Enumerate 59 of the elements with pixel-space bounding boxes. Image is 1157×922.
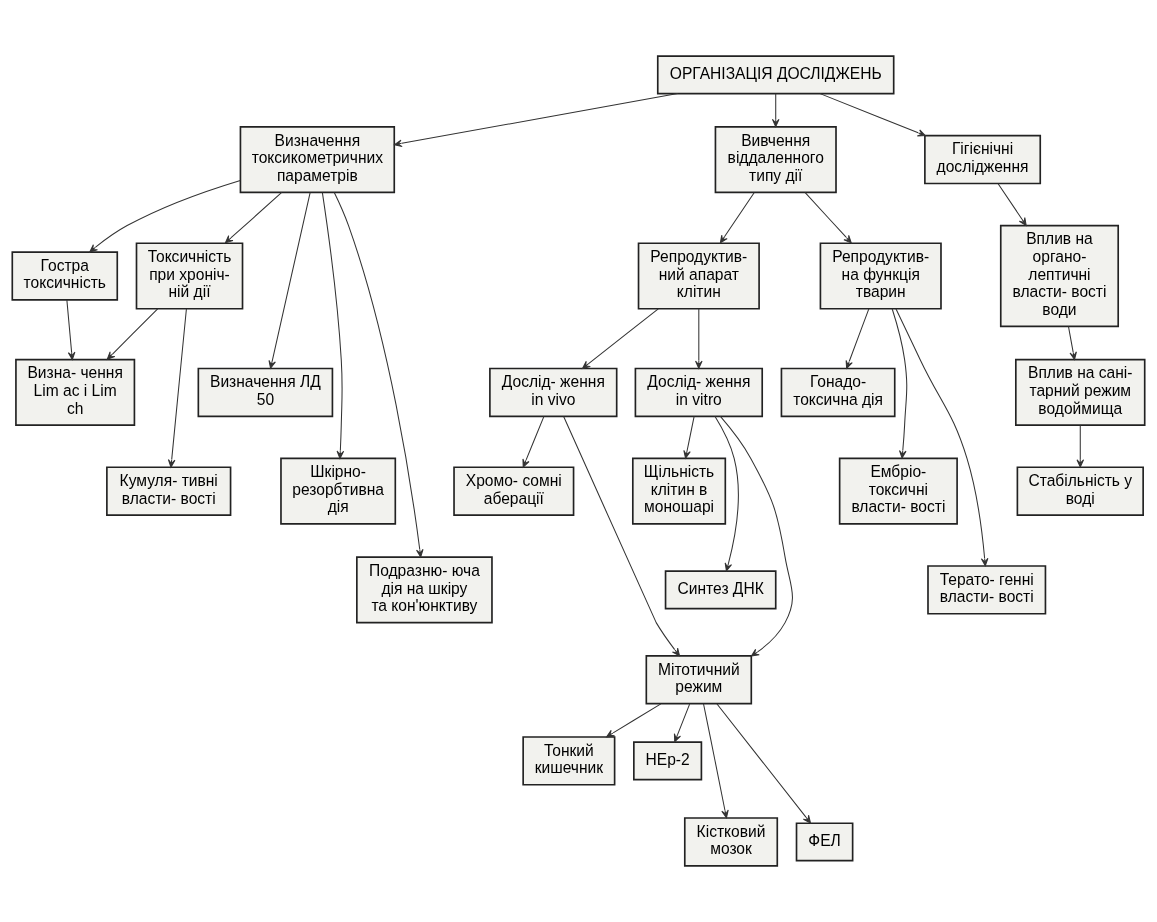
node-box: Вплив на сані- тарний режим водоймища [1015, 358, 1146, 426]
node-box: Гігієнічні дослідження [924, 134, 1042, 185]
node-box: Подразню- юча дія на шкіру та кон'юнктиву [356, 556, 493, 624]
node-box: Щільність клітин в моношарі [631, 457, 727, 525]
arrow [522, 415, 545, 468]
node-box: Визначення токсикометричних параметрів [239, 126, 396, 194]
node-box: Шкірно- резорбтивна дія [280, 457, 397, 525]
node-box: Кістковий мозок [683, 817, 779, 867]
arrow [563, 416, 681, 657]
arrow [321, 192, 345, 459]
arrow [224, 191, 283, 244]
node-box: Гонадо- токсична дія [780, 367, 896, 418]
arrow [716, 703, 811, 824]
arrow [673, 703, 691, 743]
node-box: Дослід- ження in vitro [634, 367, 764, 418]
arrow [719, 191, 755, 244]
node-box: Визна- чення Lim ac і Lim ch [15, 358, 136, 426]
node-box: Хромо- сомні аберації [453, 466, 575, 516]
node-box: Гостра токсичність [11, 251, 119, 301]
node-box: Кумуля- тивні власти- вості [106, 466, 232, 516]
node-box: Токсичність при хроніч- ній дії [135, 242, 244, 310]
arrow [393, 93, 679, 148]
arrow [895, 308, 989, 567]
arrow [719, 415, 793, 657]
arrow [714, 415, 739, 572]
node-box: Мітотичний режим [645, 655, 753, 705]
arrow [66, 299, 76, 361]
arrow [106, 308, 159, 360]
node-box: Ембріо- токсичні власти- вості [838, 457, 958, 525]
arrow [771, 93, 780, 128]
node-box: Дослід- ження in vivo [489, 367, 618, 418]
node-box: ФЕЛ [795, 822, 854, 862]
arrow [804, 191, 852, 244]
node-box: Репродуктив- ний апарат клітин [637, 242, 760, 310]
node-box: Репродуктив- на функція тварин [819, 242, 942, 310]
arrow [1076, 424, 1085, 468]
node-box: НЕр-2 [633, 741, 703, 781]
node-box: Вплив на органо- лептичні власти- вості води [999, 224, 1120, 328]
node-box: ОРГАНІЗАЦІЯ ДОСЛІДЖЕНЬ [656, 55, 895, 95]
arrow [582, 308, 659, 369]
arrow [891, 308, 908, 459]
node-box: Терато- генні власти- вості [927, 565, 1047, 615]
arrow [683, 415, 695, 459]
arrow [89, 179, 241, 253]
arrow [997, 183, 1027, 226]
node-box: Стабільність у воді [1016, 466, 1144, 516]
node-box: Синтез ДНК [664, 570, 777, 610]
arrow [695, 308, 703, 369]
node-box: Визначення ЛД 50 [197, 367, 334, 418]
arrow [703, 703, 729, 819]
arrow [333, 191, 424, 558]
arrow [268, 192, 311, 369]
arrow [1067, 326, 1077, 361]
arrow [845, 308, 870, 369]
arrow [819, 93, 926, 137]
node-box: Тонкий кишечник [522, 736, 616, 786]
node-box: Вивчення віддаленного типу дії [714, 126, 837, 194]
arrow [606, 703, 662, 738]
arrow [167, 308, 187, 468]
